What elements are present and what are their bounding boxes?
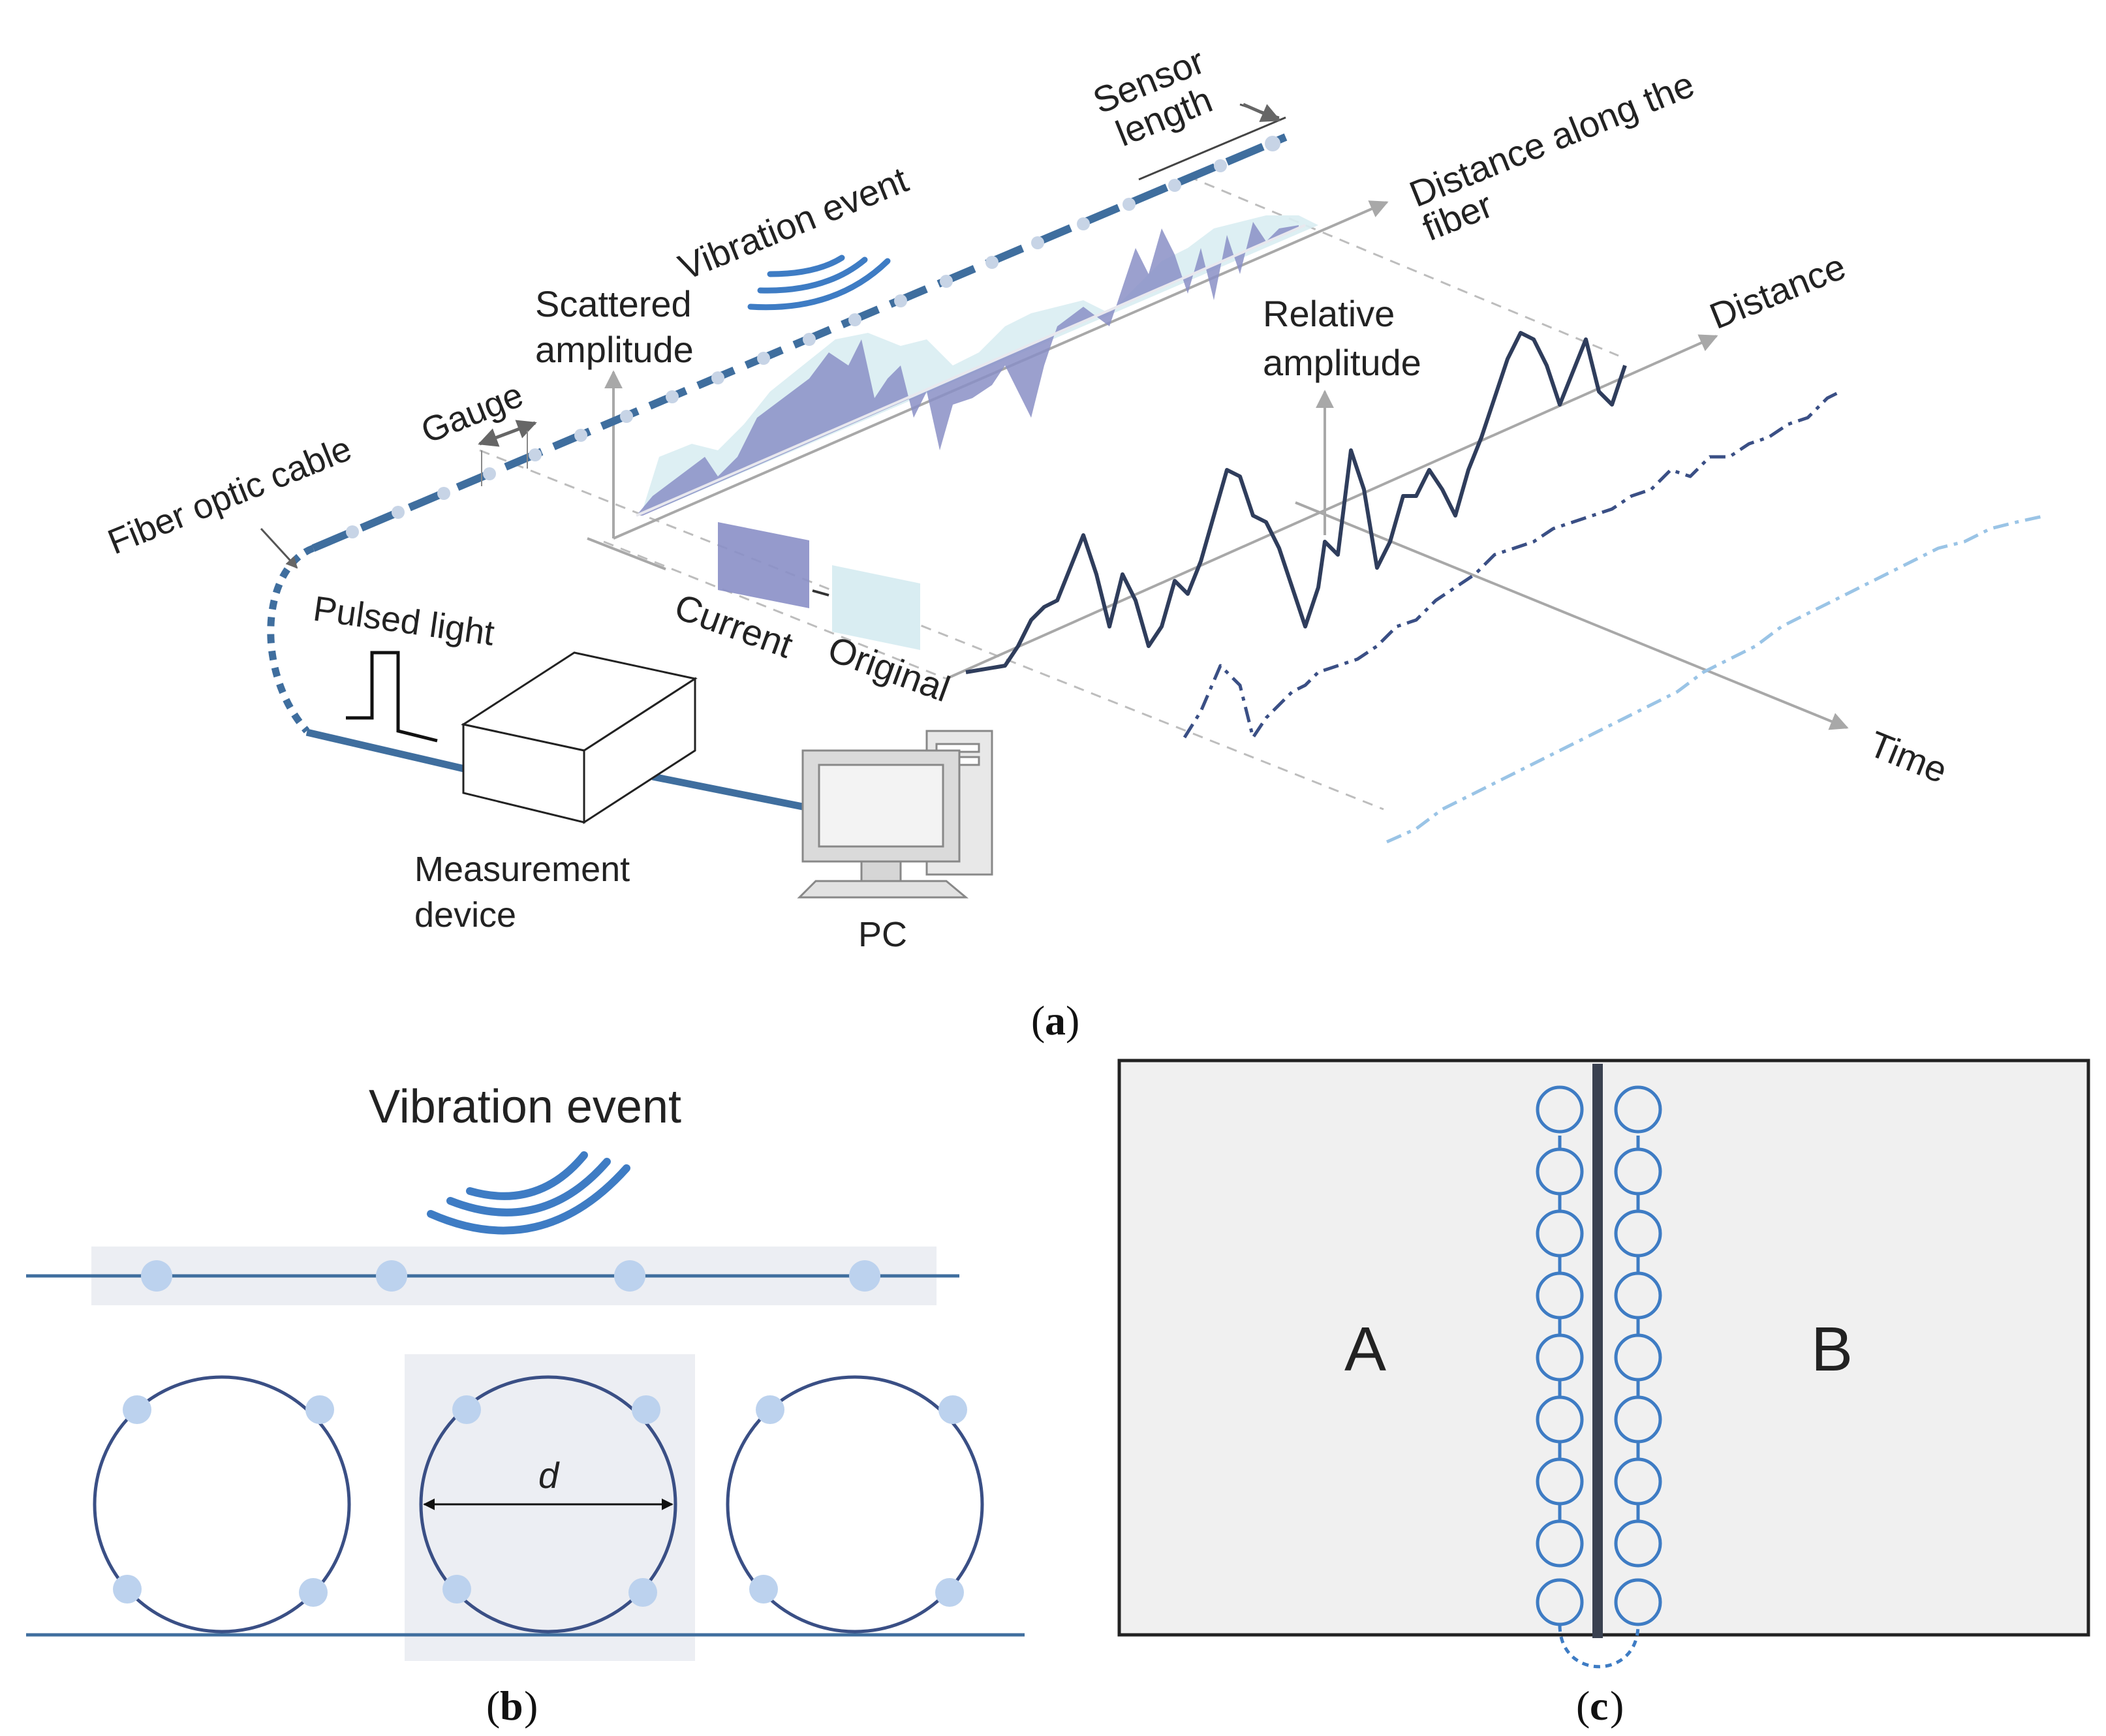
right-coil-chain <box>1614 1085 1662 1626</box>
label-distance-along-fiber-1: Distance along the <box>1404 63 1700 215</box>
label-relative-amplitude-2: amplitude <box>1263 342 1421 383</box>
label-relative-amplitude-1: Relative <box>1263 293 1395 334</box>
axis-distance <box>946 334 1718 680</box>
panel-a: Sensor length Distance along the fiber V… <box>102 40 2047 1044</box>
label-diameter: d <box>538 1455 560 1496</box>
guide-lines <box>479 175 1619 811</box>
label-pc: PC <box>858 915 907 954</box>
current-trace-fill <box>636 222 1299 516</box>
axis-time <box>1295 501 1849 730</box>
label-vibration-event-b: Vibration event <box>369 1081 681 1133</box>
gauge-arrow <box>478 420 537 486</box>
panel-b: Vibration event d <box>26 1081 1025 1729</box>
pc-icon <box>797 730 993 899</box>
caption-c-open: ( <box>1576 1682 1590 1729</box>
swatch-connector <box>812 589 829 597</box>
measurement-device-icon <box>461 651 698 824</box>
caption-c: c <box>1590 1682 1608 1729</box>
panel-c-frame <box>1117 1059 2090 1637</box>
coil-nodes <box>113 1395 967 1607</box>
caption-b: b <box>500 1682 523 1729</box>
fill-base-line <box>636 224 1306 517</box>
relative-trace-mid <box>1183 390 1842 739</box>
label-gauge: Gauge <box>416 375 529 451</box>
axis-stub <box>587 537 666 570</box>
label-pulsed-light: Pulsed light <box>311 589 497 653</box>
caption-a-close: ) <box>1066 997 1079 1044</box>
caption-c-close: ) <box>1610 1682 1624 1729</box>
vibration-icon-a <box>747 255 891 311</box>
panel-c: A B ( c ) <box>1117 1059 2090 1729</box>
vibration-icon-b <box>427 1151 630 1235</box>
label-scattered-amplitude-2: amplitude <box>535 329 694 370</box>
sensor-length-arrow <box>1138 102 1286 181</box>
original-swatch <box>832 565 920 650</box>
label-region-b: B <box>1811 1314 1853 1384</box>
label-scattered-amplitude-1: Scattered <box>535 283 692 324</box>
caption-b-open: ( <box>486 1682 500 1729</box>
current-swatch <box>718 522 809 608</box>
label-region-a: A <box>1344 1314 1386 1384</box>
label-time: Time <box>1864 723 1953 791</box>
label-measurement-device-2: device <box>414 895 516 935</box>
straight-fiber-nodes <box>141 1260 880 1292</box>
left-coil-chain <box>1536 1085 1584 1626</box>
caption-a-open: ( <box>1031 997 1045 1044</box>
relative-trace-current <box>965 331 1627 674</box>
fiber-coils <box>93 1375 984 1634</box>
label-measurement-device-1: Measurement <box>414 850 630 889</box>
pulse-icon <box>346 651 438 743</box>
coil-loop-connector <box>1558 1624 1640 1669</box>
fiber-pointer-arrow <box>260 527 298 569</box>
relative-trace-light <box>1386 514 2047 844</box>
label-distance: Distance <box>1704 245 1851 337</box>
caption-a: a <box>1045 997 1066 1044</box>
caption-b-close: ) <box>524 1682 538 1729</box>
